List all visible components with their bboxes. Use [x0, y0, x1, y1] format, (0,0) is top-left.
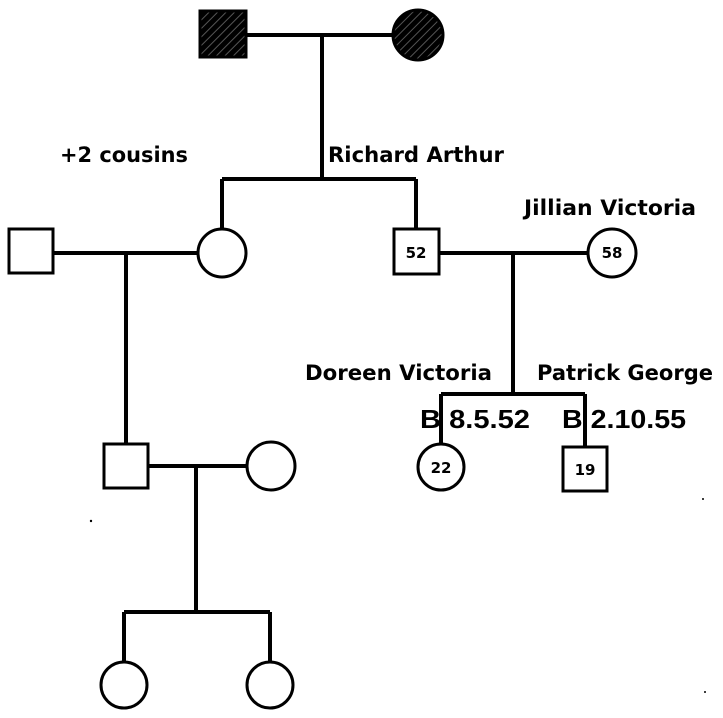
- second-cousin-left-circle: [99, 660, 149, 710]
- cousin-spouse-circle: [245, 440, 297, 492]
- speck-dot: [704, 691, 706, 693]
- father-age: 52: [406, 244, 427, 262]
- grandmother-affected-circle: [391, 8, 445, 62]
- daughter-birth-date: B 8.5.52: [420, 404, 530, 434]
- cousin-square: [102, 442, 150, 490]
- second-cousin-right-circle: [245, 660, 295, 710]
- mother-age: 58: [602, 244, 623, 262]
- daughter-age: 22: [431, 459, 452, 477]
- cousins-label: +2 cousins: [60, 143, 188, 167]
- son-square: [561, 445, 609, 493]
- aunt-circle: [196, 227, 248, 279]
- speck-dot: [89, 519, 93, 523]
- grandfather-affected-square: [198, 9, 248, 59]
- son-name-label: Patrick George: [537, 361, 713, 385]
- daughter-circle: [416, 442, 466, 492]
- father-name-label: Richard Arthur: [328, 143, 505, 167]
- mother-name-label: Jillian Victoria: [522, 196, 696, 220]
- son-birth-date: B 2.10.55: [562, 404, 686, 434]
- father-square: [392, 227, 441, 276]
- speck-dot: [702, 498, 704, 500]
- uncle-square: [7, 227, 55, 275]
- son-age: 19: [575, 461, 596, 479]
- daughter-name-label: Doreen Victoria: [305, 361, 492, 385]
